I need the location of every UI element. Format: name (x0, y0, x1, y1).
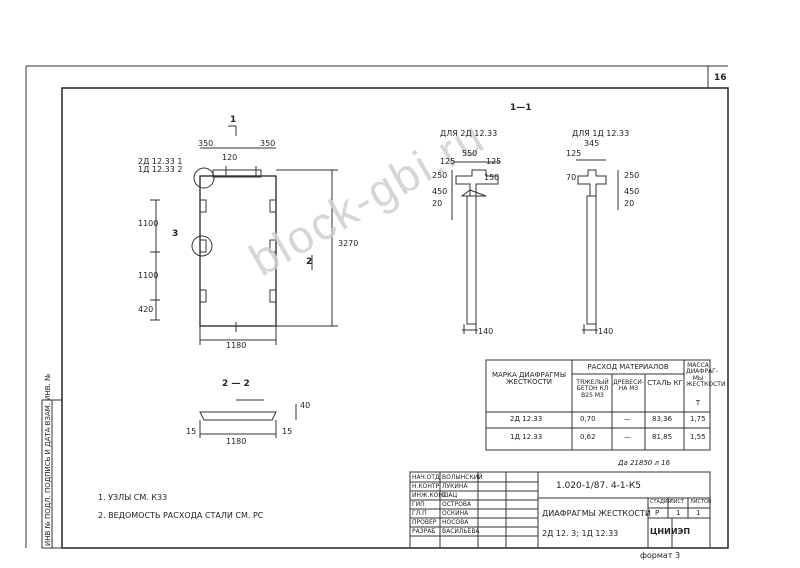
tb-sheet: 1 (676, 509, 681, 517)
dim-top-2: 350 (260, 139, 276, 148)
dim-top-1: 350 (198, 139, 214, 148)
tb-sheets-label: ЛИСТОВ (690, 499, 712, 505)
tb-role-7: РАЗРАБ (412, 528, 436, 535)
tb-role-1: НАЧ.ОТД (412, 474, 440, 481)
row2-concrete: 0,62 (580, 433, 596, 441)
dim-base-right: 140 (598, 327, 614, 336)
col-mass: МАССА ДИАФРАГ-МЫ ЖЕСТКОСТИ (686, 362, 726, 388)
label-120: 120 (222, 153, 238, 162)
tb-role-6: ПРОВЕР (412, 519, 437, 526)
tb-org: ЦНИИЭП (650, 527, 691, 536)
dim-k-left: 20 (432, 199, 443, 208)
dim-top-left: 550 (462, 149, 478, 158)
dim-s-right: 70 (566, 173, 577, 182)
height-dim: 3270 (338, 239, 359, 248)
dim-right-15: 15 (282, 427, 293, 436)
tb-role-3: ИНЖ.КОНТ (412, 492, 447, 499)
col-materials: РАСХОД МАТЕРИАЛОВ (587, 363, 669, 371)
row2-wood: — (624, 433, 631, 441)
section-1-1-title: 1—1 (510, 103, 532, 113)
tb-stage: Р (655, 509, 660, 517)
width-dim: 1180 (226, 341, 247, 350)
note-2: 2. ВЕДОМОСТЬ РАСХОДА СТАЛИ СМ. РС (98, 511, 264, 520)
row2-mass: 1,55 (690, 433, 706, 441)
tb-name-4: ОСТРОВА (442, 501, 472, 508)
tb-name-3: ШАЦ (442, 492, 458, 499)
row1-steel: 83,36 (652, 415, 673, 423)
dim-s-left: 150 (484, 173, 500, 182)
row1-wood: — (624, 415, 631, 423)
dim-h1-left: 250 (432, 171, 448, 180)
dim-left-15: 15 (186, 427, 197, 436)
label-1d: 1Д 12.33 2 (138, 165, 183, 174)
left-dim-2: 1100 (138, 271, 159, 280)
format-label: формат 3 (640, 551, 681, 560)
dim-k-right: 20 (624, 199, 635, 208)
right-caption: ДЛЯ 1Д 12.33 (572, 129, 630, 138)
dim-top-right: 345 (584, 139, 600, 148)
tb-code: 1.020-1/87. 4-1-К5 (556, 481, 642, 491)
dim-a-right: 125 (566, 149, 582, 158)
tb-sheets: 1 (696, 509, 701, 517)
doc-ref: Да 21850 л 16 (618, 459, 671, 467)
section-2-2-title: 2 — 2 (222, 379, 250, 389)
dim-b-left: 125 (486, 157, 502, 166)
side-stamp: ИНВ № ПОДЛ. ПОДПИСЬ И ДАТА ВЗАМ. ИНВ. № (44, 373, 52, 546)
row1-brand: 2Д 12.33 (510, 415, 543, 423)
sub-mass: Т (695, 399, 701, 407)
section-mark-1: 1 (230, 115, 237, 125)
tb-name-6: НОСОВА (442, 519, 469, 526)
left-dim-3: 420 (138, 305, 154, 314)
dim-h2-right: 450 (624, 187, 640, 196)
sheet-number: 16 (714, 73, 727, 83)
dim-h1-right: 250 (624, 171, 640, 180)
side-mark-2: 2 (306, 257, 313, 267)
note-1: 1. УЗЛЫ СМ. К33 (98, 493, 168, 502)
row1-concrete: 0,70 (580, 415, 596, 423)
tb-name-7: ВАСИЛЬЕВА (442, 528, 480, 535)
sub-concrete: ТЯЖЕЛЫЙ БЕТОН КЛ В25 М3 (576, 379, 609, 399)
row2-brand: 1Д 12.33 (510, 433, 543, 441)
tb-name-2: ЛУКИНА (442, 483, 468, 490)
tb-role-2: Н.КОНТР (412, 483, 440, 490)
col-brand: МАРКА ДИАФРАГМЫ ЖЕСТКОСТИ (491, 371, 567, 387)
tb-name: ДИАФРАГМЫ ЖЕСТКОСТИ (542, 509, 651, 518)
dim-h2-left: 450 (432, 187, 448, 196)
tb-stage-label: СТАДИЯ (650, 499, 672, 505)
tb-name-1: ВОЛЫНСКИЙ (442, 474, 483, 481)
tb-sheet-label: ЛИСТ (670, 499, 685, 505)
dim-base-left: 140 (478, 327, 494, 336)
sub-wood: ДРЕВЕСИ-НА М3 (613, 379, 644, 393)
section-2-width: 1180 (226, 437, 247, 446)
section-2-height: 40 (300, 401, 311, 410)
left-dim-1: 1100 (138, 219, 159, 228)
dim-a-left: 125 (440, 157, 456, 166)
left-caption: ДЛЯ 2Д 12.33 (440, 129, 498, 138)
tb-name-5: ОСКИНА (442, 510, 469, 517)
tb-role-5: ГЛ.П (412, 510, 427, 517)
tb-marks: 2Д 12. 3; 1Д 12.33 (542, 529, 619, 538)
row1-mass: 1,75 (690, 415, 706, 423)
row2-steel: 81,85 (652, 433, 673, 441)
sub-steel: СТАЛЬ КГ (647, 379, 683, 387)
node-3: 3 (172, 229, 179, 239)
tb-role-4: ГИП (412, 501, 425, 508)
label-2d: 2Д 12.33 1 (138, 157, 183, 166)
